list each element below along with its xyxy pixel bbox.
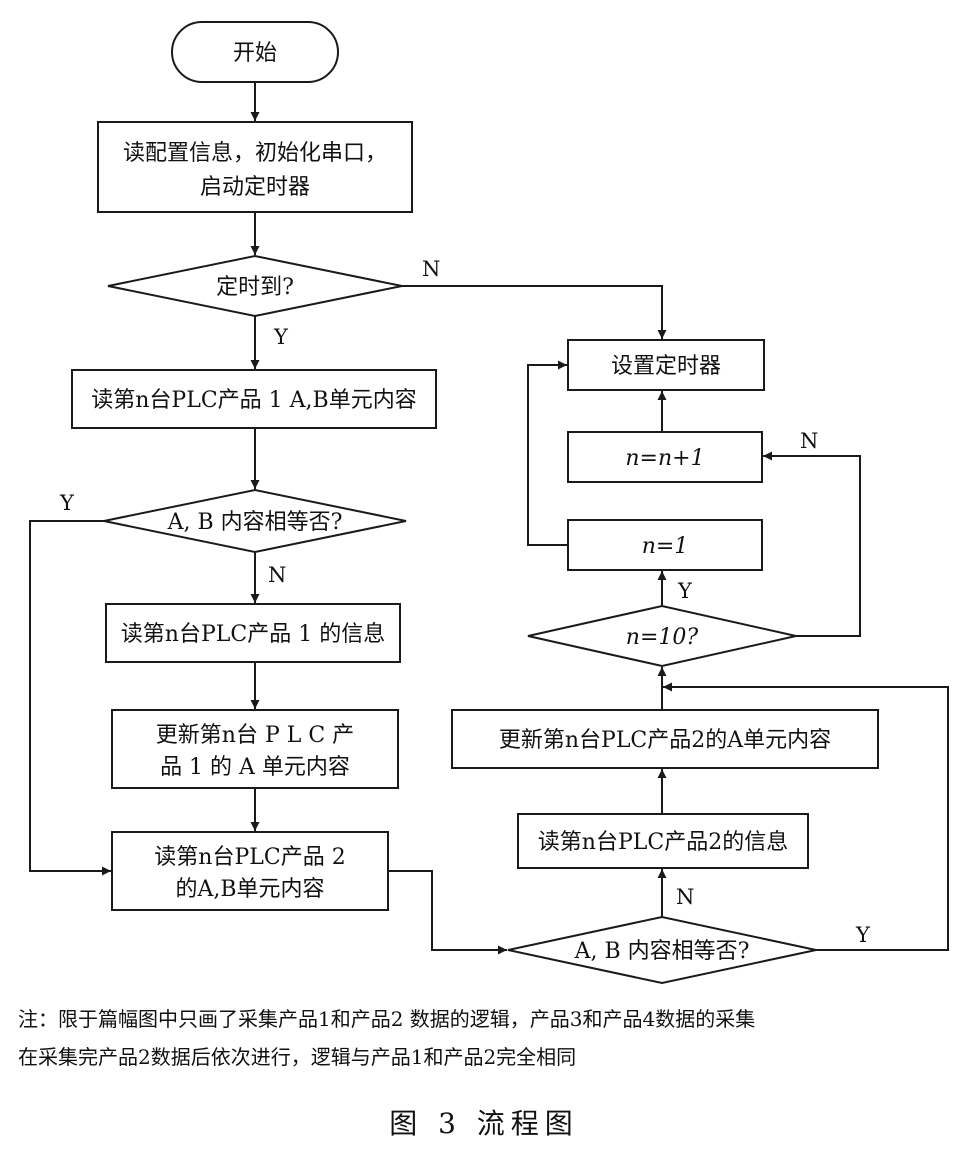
label-timer-yes: Y [273, 325, 289, 349]
ab-equal-decision-1 [103, 488, 407, 554]
label-n10-yes: Y [677, 579, 693, 603]
read-ab2-label-2: 的A,B单元内容 [175, 877, 324, 902]
update-a2-box [451, 709, 879, 769]
arrow-decision1-yes [29, 520, 111, 876]
timer-decision-label: 定时到? [216, 275, 294, 300]
flowchart: 开始 读配置信息，初始化串口， 启动定时器 定时到? 读第n台PLC产品 1 A… [29, 21, 949, 985]
set-timer-label: 设置定时器 [611, 354, 721, 379]
update-a1-label-2: 品 1 的 A 单元内容 [160, 755, 350, 780]
n-increment-box [567, 431, 763, 483]
arrow-nreset-to-settimer [527, 360, 568, 546]
n-increment-label: n=n+1 [625, 446, 704, 471]
init-label-2: 启动定时器 [200, 175, 310, 200]
update-a1-label-1: 更新第n台 P L C 产 [156, 723, 354, 748]
n-reset-label: n=1 [642, 534, 689, 559]
n10-decision-label: n=10? [626, 625, 699, 650]
label-decision2-yes: Y [855, 923, 871, 947]
set-timer-box [567, 339, 765, 391]
init-box [97, 121, 413, 213]
update-a1-box [111, 709, 399, 789]
footnote-line-2: 在采集完产品2数据后依次进行，逻辑与产品1和产品2完全相同 [18, 1045, 577, 1069]
arrow-timer-no [402, 285, 667, 339]
n-reset-box [567, 519, 763, 571]
label-timer-no: N [422, 257, 440, 281]
read-info1-label: 读第n台PLC产品 1 的信息 [121, 622, 385, 647]
update-a2-label: 更新第n台PLC产品2的A单元内容 [499, 728, 831, 753]
start-label: 开始 [233, 41, 277, 66]
arrow-n10-no [763, 451, 861, 637]
read-info2-label: 读第n台PLC产品2的信息 [538, 830, 788, 855]
read-ab1-box [71, 369, 437, 429]
read-ab2-box [111, 831, 389, 911]
read-ab2-label-1: 读第n台PLC产品 2 [154, 845, 345, 870]
label-decision1-no: N [268, 563, 286, 587]
read-ab1-label: 读第n台PLC产品 1 A,B单元内容 [91, 388, 416, 413]
read-info1-box [105, 603, 401, 663]
label-decision2-no: N [676, 885, 694, 909]
init-label-1: 读配置信息，初始化串口， [123, 141, 387, 166]
footnote-line-1: 注：限于篇幅图中只画了采集产品1和产品2 数据的逻辑，产品3和产品4数据的采集 [18, 1007, 756, 1031]
arrow-readab2-to-decision2 [388, 870, 507, 955]
ab-equal-decision-1-label: A, B 内容相等否? [167, 510, 343, 535]
ab-equal-decision-2-label: A, B 内容相等否? [574, 939, 750, 964]
footnote: 注：限于篇幅图中只画了采集产品1和产品2 数据的逻辑，产品3和产品4数据的采集 … [18, 1000, 953, 1076]
label-n10-no: N [800, 429, 818, 453]
arrow-decision2-yes [663, 682, 949, 951]
figure-caption: 图 3 流程图 [389, 1107, 579, 1140]
label-decision1-yes: Y [59, 491, 75, 515]
